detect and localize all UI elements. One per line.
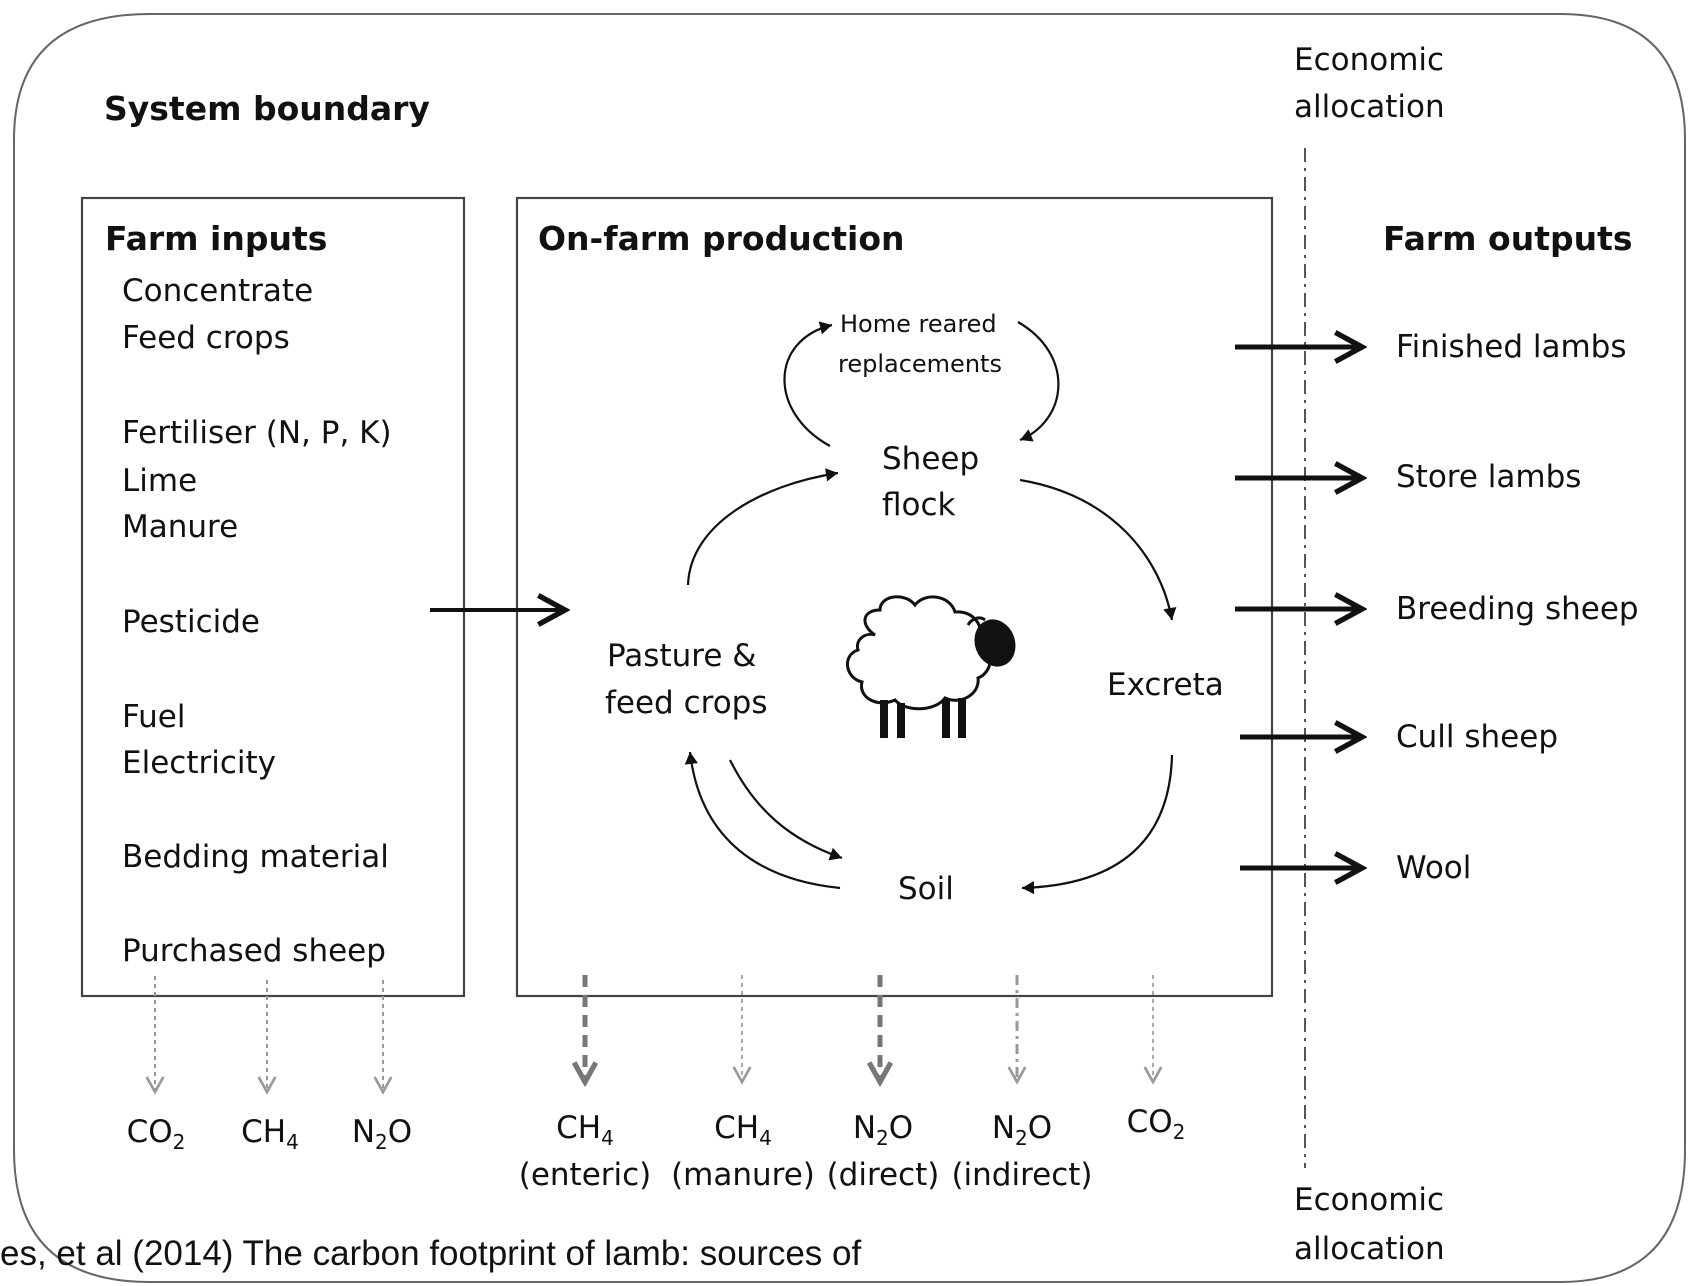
on-farm-production-box [515, 196, 1274, 998]
input-item: Fertiliser (N, P, K) [122, 415, 392, 451]
node-excreta: Excreta [1107, 667, 1224, 703]
input-item: Manure [122, 509, 239, 545]
farm-inputs-box [80, 196, 466, 998]
on-farm-production-title: On-farm production [538, 219, 905, 258]
output-item: Cull sheep [1396, 719, 1558, 755]
emission-ch4-manure: CH4 (manure) [671, 1110, 815, 1194]
production-emission-arrows [585, 975, 1163, 1082]
node-home-reared-line1: Home reared [840, 310, 997, 338]
input-item: Fuel [122, 699, 186, 735]
economic-allocation-top-line2: allocation [1294, 89, 1445, 125]
emission-input-n2o: N2O [351, 1114, 413, 1155]
citation-text: es, et al (2014) The carbon footprint of… [0, 1234, 862, 1273]
input-item: Purchased sheep [122, 933, 386, 969]
arrow-soil-to-pasture [684, 751, 841, 890]
arrow-sheep-to-excreta [1019, 478, 1177, 621]
economic-allocation-top-line1: Economic [1294, 42, 1445, 78]
node-sheep-flock-line1: Sheep [882, 441, 980, 477]
arrow-pasture-to-soil [729, 759, 843, 861]
node-sheep-flock-line2: flock [882, 487, 956, 523]
output-item: Finished lambs [1396, 329, 1627, 365]
input-item: Pesticide [122, 604, 260, 640]
node-pasture-line2: feed crops [605, 685, 768, 721]
farm-inputs-title: Farm inputs [105, 219, 328, 258]
arrow-excreta-to-soil [1021, 754, 1174, 895]
sheep-icon [846, 595, 1016, 738]
arrow-pasture-to-sheep [686, 468, 839, 586]
node-soil: Soil [898, 871, 954, 907]
input-item: Bedding material [122, 839, 389, 875]
input-item: Electricity [122, 745, 276, 781]
input-item: Concentrate [122, 273, 314, 309]
emission-ch4-enteric: CH4 (enteric) [518, 1110, 652, 1194]
emission-co2-production: CO2 [1126, 1104, 1186, 1145]
system-boundary-title: System boundary [104, 89, 430, 128]
input-emission-arrows [145, 976, 393, 1095]
output-arrows [1235, 347, 1362, 868]
output-item: Store lambs [1396, 459, 1582, 495]
emission-input-co2: CO2 [126, 1114, 186, 1155]
node-home-reared-line2: replacements [838, 350, 1002, 378]
economic-allocation-bottom-line2: allocation [1294, 1231, 1445, 1267]
output-item: Breeding sheep [1396, 591, 1639, 627]
node-pasture-line1: Pasture & [607, 638, 757, 674]
arrow-sheep-to-replacements [783, 321, 833, 447]
production-cycle-arrows [684, 321, 1177, 895]
output-item: Wool [1396, 850, 1472, 886]
system-boundary-frame [13, 13, 1686, 1283]
input-item: Lime [122, 463, 198, 499]
emission-n2o-indirect: N2O (indirect) [951, 1110, 1093, 1194]
emission-n2o-direct: N2O (direct) [826, 1110, 940, 1194]
input-item: Feed crops [122, 320, 290, 356]
economic-allocation-bottom-line1: Economic [1294, 1182, 1445, 1218]
arrow-replacements-to-sheep [1017, 321, 1060, 442]
emission-input-ch4: CH4 [241, 1114, 299, 1155]
farm-outputs-title: Farm outputs [1383, 219, 1633, 258]
